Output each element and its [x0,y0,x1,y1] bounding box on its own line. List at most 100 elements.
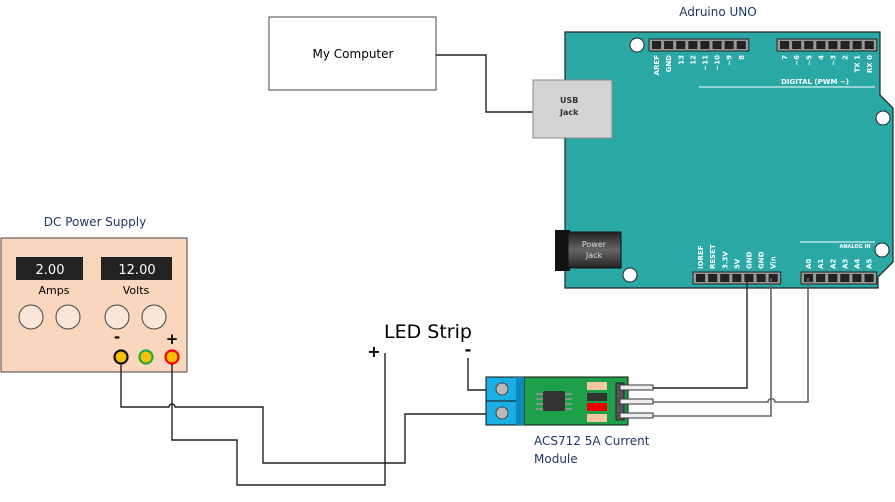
header-pin [828,274,838,282]
header-pin [720,274,730,282]
pin-label: GND [758,251,766,269]
pin-label: RESET [709,244,717,269]
pin-label: 13 [677,55,685,65]
header-pin [852,41,862,49]
arduino-title: Adruino UNO [679,5,756,19]
pin-label: 5V [733,258,741,269]
header-pin [840,41,850,49]
header-pin [852,274,862,282]
power-jack-label: Power [582,240,607,249]
minus-sign: - [114,328,120,346]
header-pin [700,41,710,49]
pin-label: TX 1 [854,55,862,73]
wire-5v [653,278,748,389]
led-strip-title: LED Strip [384,321,472,343]
screw-icon [495,406,509,420]
digital-header-left: AREF GND 13 12 ~11 ~10 ~9 8 [648,38,750,76]
power-jack: Power Jack [555,230,622,271]
amps-display: 2.00 [36,263,65,278]
header-pin [664,41,674,49]
led-minus: - [465,340,472,359]
pin-label: 8 [738,55,746,60]
digital-label: DIGITAL (PWM ~) [781,78,849,86]
header-pin [708,274,718,282]
header-pin [736,41,746,49]
header-pin [688,41,698,49]
amps-label: Amps [39,284,70,297]
analog-header: A0 A1 A2 A3 A4 A5 [800,259,878,285]
header-pin [792,41,802,49]
wire-gnd [653,278,772,417]
pin-label: Vin [770,256,778,269]
header-pin [724,41,734,49]
pin-label: IOREF [697,245,705,269]
header-pin [864,274,874,282]
pin-label: A3 [841,259,849,269]
pin-label: ~6 [793,55,801,66]
pin-label: A2 [829,259,837,269]
header-pin [780,41,790,49]
header-pin [676,41,686,49]
led-strip: LED Strip + - [367,321,472,361]
pin-label: ~3 [829,55,837,66]
wire-led-negative [467,358,487,391]
pin-label: 12 [689,55,697,65]
amps-knob-coarse[interactable] [18,304,44,330]
amps-knob-fine[interactable] [55,304,81,330]
header-pin [712,41,722,49]
analog-label: ANALOG IN [839,244,870,250]
usb-jack-label: USB [560,96,578,105]
my-computer-box: My Computer [268,16,437,91]
header-pin [816,274,826,282]
header-pin [696,274,706,282]
volts-display: 12.00 [118,263,155,278]
header-pin [804,41,814,49]
pin-label: AREF [653,55,661,76]
pin-label: A4 [853,259,861,269]
power-supply-title: DC Power Supply [44,215,146,229]
led-plus: + [367,342,380,361]
positive-terminal [164,349,180,365]
volts-label: Volts [123,284,150,297]
pin-label: A1 [817,259,825,269]
pin-label: ~5 [805,55,813,66]
pin-label: ~9 [726,55,734,66]
usb-cable [436,54,533,113]
header-pin [732,274,742,282]
volts-knob-fine[interactable] [141,304,167,330]
computer-label: My Computer [313,47,394,61]
pin-label: 4 [817,55,825,60]
pin-label: 3.3V [721,251,729,269]
screw-icon [495,382,509,396]
header-pin [768,274,778,282]
header-pin [828,41,838,49]
power-jack-label-2: Jack [585,251,603,260]
wire-supply-negative [120,364,487,464]
ground-terminal [138,349,154,365]
sensor-label: ACS712 5A Current [534,434,650,448]
pin-label: RX 0 [866,55,874,73]
pin-label: ~11 [701,55,709,71]
wire-a0 [653,278,809,403]
pin-label: GND [665,55,673,73]
pin-label: 2 [842,55,850,60]
pin-label: A5 [866,259,874,269]
volts-knob-coarse[interactable] [104,304,130,330]
usb-jack-label-2: Jack [559,108,579,117]
header-pin [652,41,662,49]
usb-jack: USB Jack [532,79,613,139]
power-header: IOREF RESET 3.3V 5V GND GND Vin [692,244,782,285]
header-pin [816,41,826,49]
pin-label: ~10 [714,55,722,71]
header-pin [744,274,754,282]
header-pin [840,274,850,282]
plus-sign: + [166,330,179,348]
header-pin [756,274,766,282]
pin-label: GND [745,251,753,269]
sensor-label-2: Module [534,452,578,466]
pin-label: A0 [805,259,813,269]
dc-power-supply: DC Power Supply 2.00 Amps 12.00 Volts - … [0,215,188,373]
